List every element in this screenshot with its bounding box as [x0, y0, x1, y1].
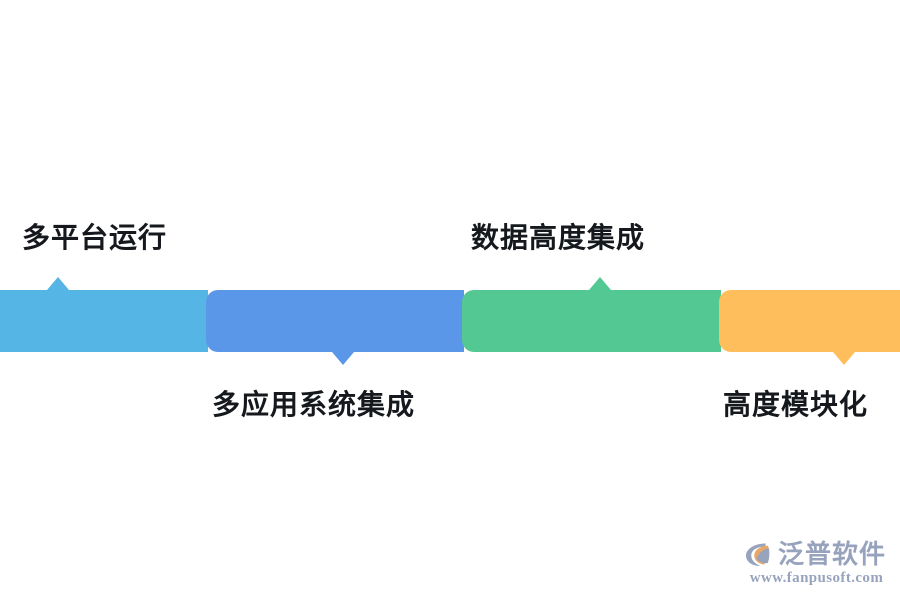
band-segment-platform[interactable]: [0, 290, 208, 352]
watermark: 泛普软件 www.fanpusoft.com: [743, 539, 886, 586]
pointer-down-multi-app-icon: [332, 352, 354, 365]
band-segment-multi-app[interactable]: [206, 290, 464, 352]
watermark-brand-name: 泛普软件: [777, 539, 886, 569]
fanpu-swoosh-logo-icon: [745, 543, 770, 566]
band-segment-data-integration[interactable]: [462, 290, 721, 352]
label-top-left: 多平台运行: [22, 222, 168, 253]
watermark-brand-row: 泛普软件: [743, 539, 886, 569]
pointer-down-modular-icon: [833, 352, 855, 365]
band-segment-modular[interactable]: [719, 290, 900, 352]
pointer-up-data-integration-icon: [589, 277, 611, 290]
label-bottom-right: 高度模块化: [723, 389, 869, 420]
pointer-up-platform-icon: [47, 277, 69, 290]
watermark-url: www.fanpusoft.com: [749, 570, 884, 586]
segmented-band: [0, 290, 900, 352]
label-top-right: 数据高度集成: [471, 222, 646, 253]
label-bottom-left: 多应用系统集成: [212, 389, 416, 420]
